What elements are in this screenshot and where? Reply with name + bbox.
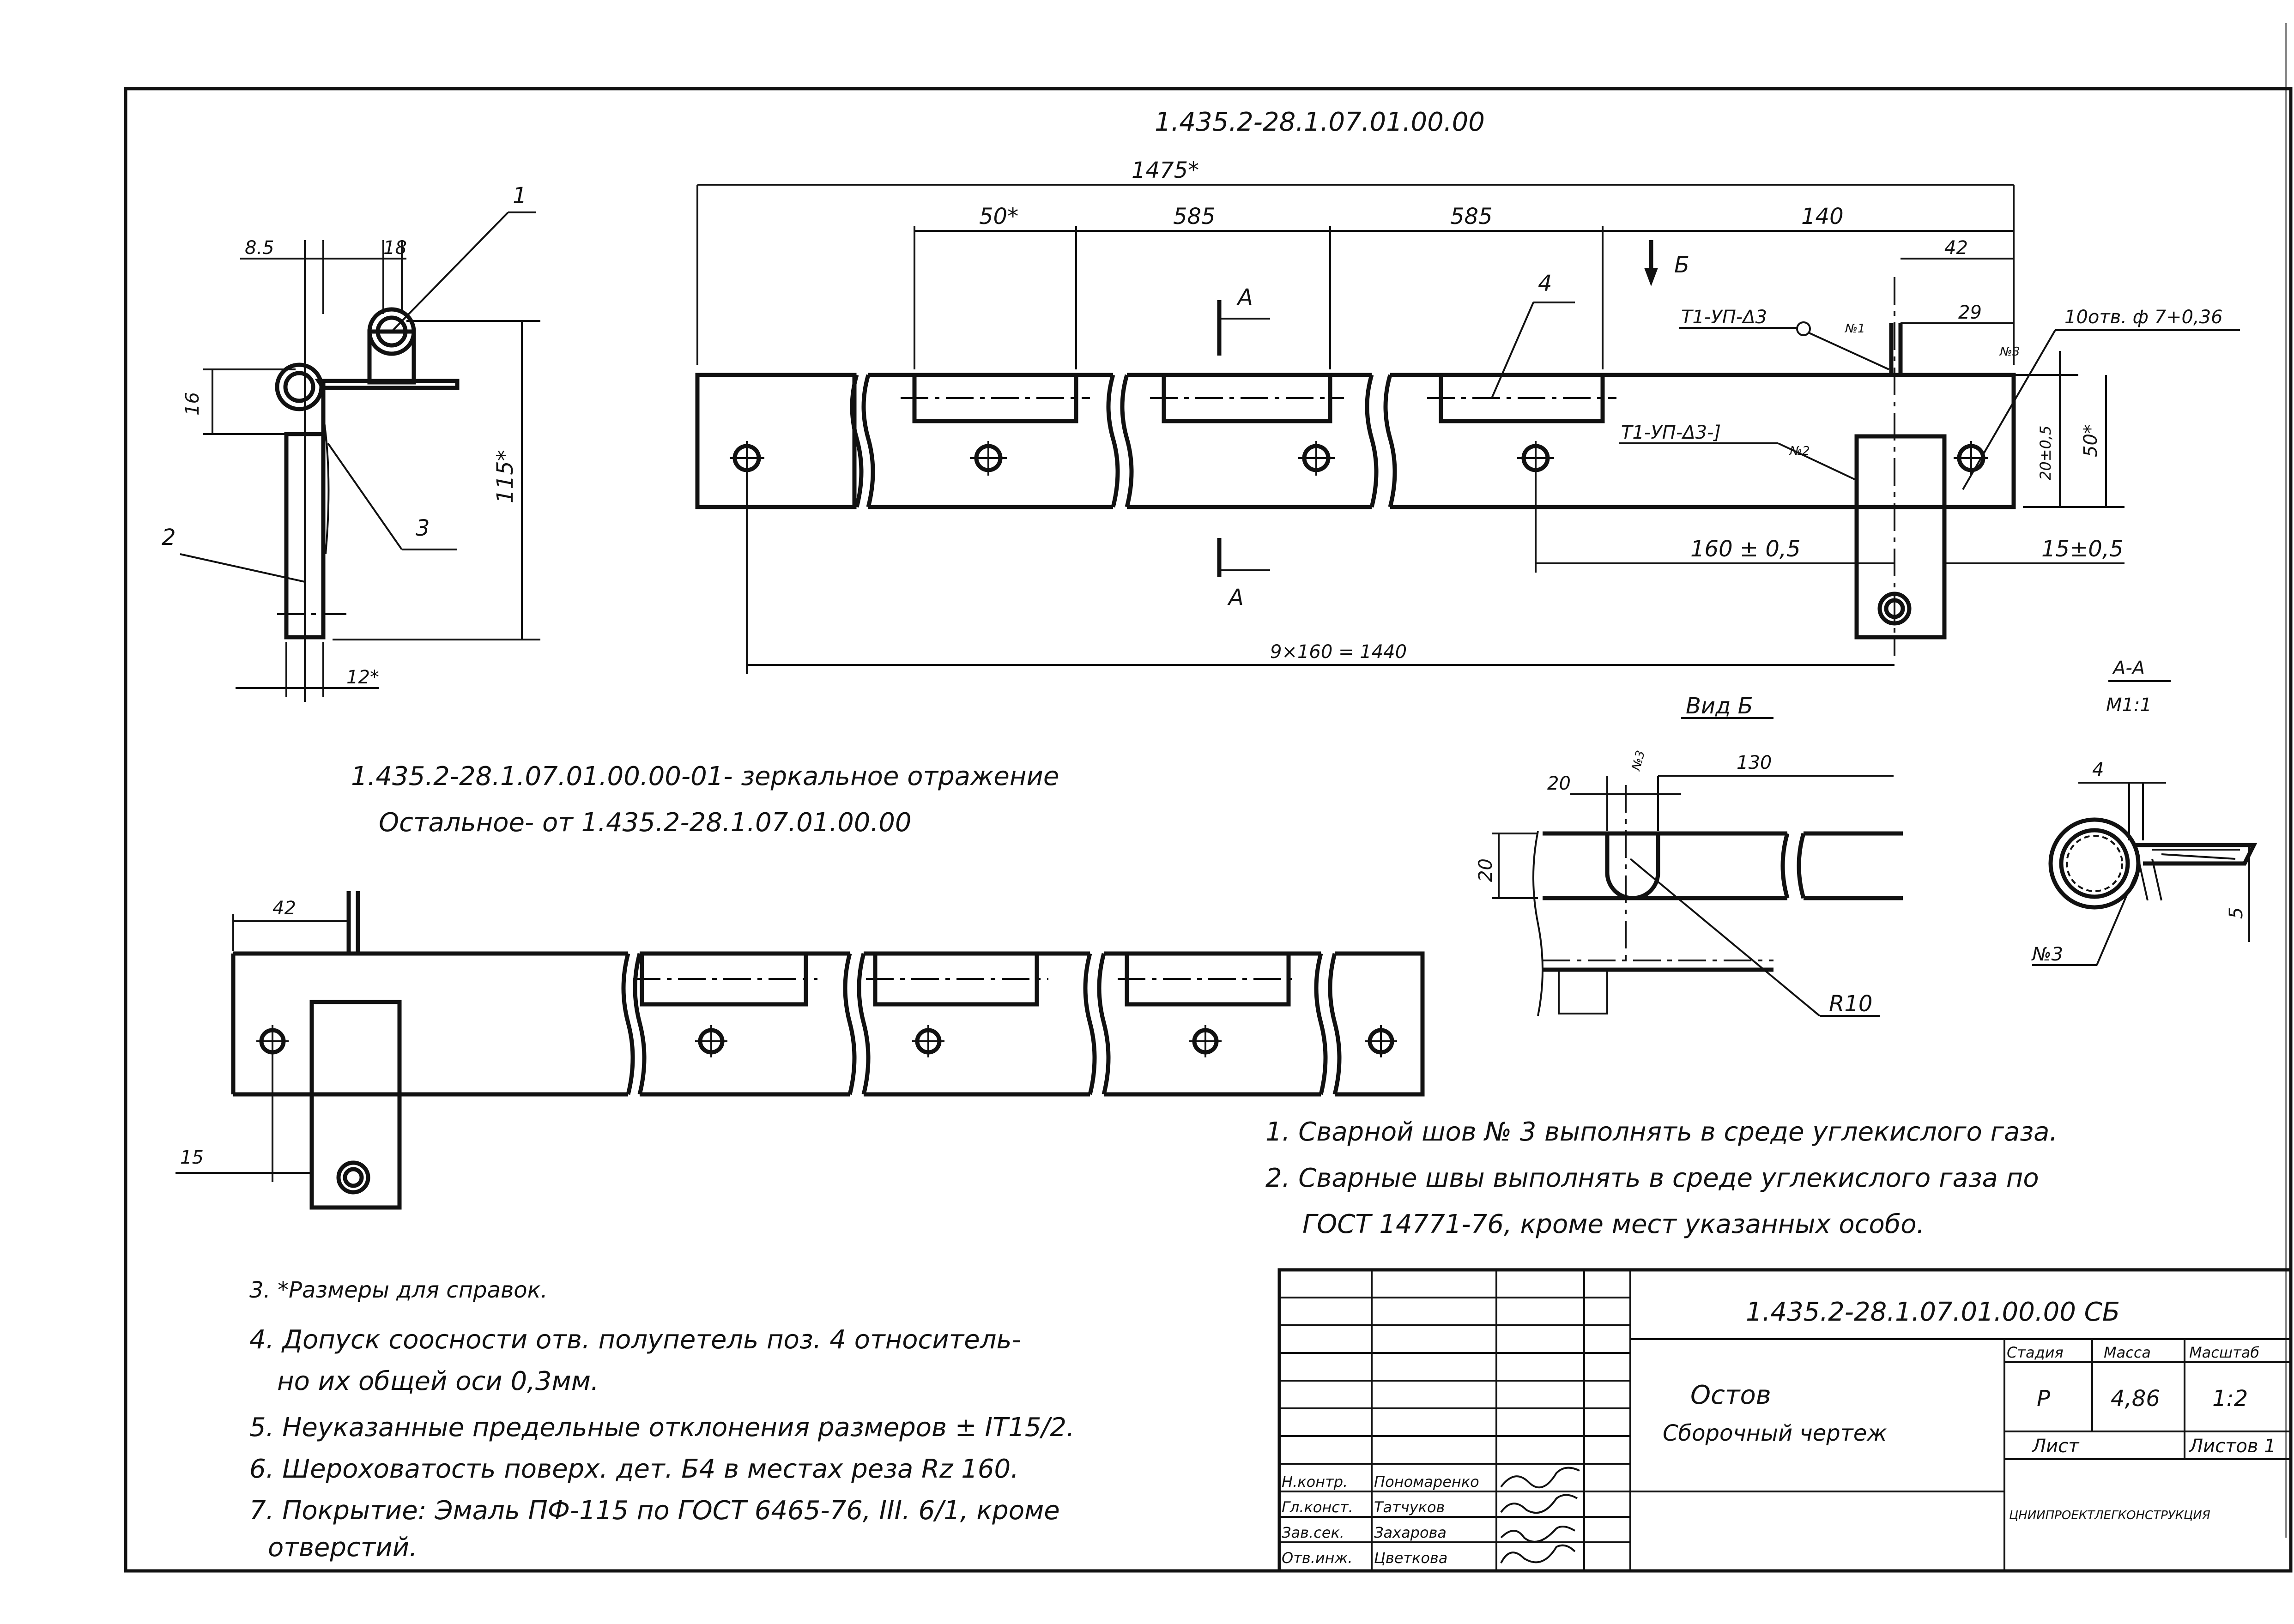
view-b: Вид Б 20 130 20 R10 №3 [1475,693,1903,1017]
dim-8-5: 8.5 [245,237,274,259]
note-3: 3. *Размеры для справок. [249,1277,548,1303]
rest-note: Остальное- от 1.435.2-28.1.07.01.00.00 [379,808,912,838]
dim-50-vertical: 50* [2080,424,2101,457]
notes-left: 3. *Размеры для справок. 4. Допуск соосн… [249,1277,1075,1563]
tb-name-4: Цветкова [1374,1549,1447,1567]
weld-2-num: №2 [1789,444,1810,458]
note-5: 5. Неуказанные предельные отклонения раз… [249,1413,1075,1443]
note-4-cont: но их общей оси 0,3мм. [277,1366,599,1396]
weld-1-num: №1 [1844,322,1865,336]
tb-scale-header: Масштаб [2189,1344,2259,1361]
title-block: 1.435.2-28.1.07.01.00.00 СБ Остов Сбороч… [1277,1268,2293,1573]
dim-140: 140 [1801,204,1844,229]
vb-dim-20-v: 20 [1475,858,1496,882]
section-title: А-А [2112,658,2145,679]
section-a-a: А-А М1:1 4 5 №3 [2031,658,2258,966]
pos-4-label: 4 [1538,271,1552,296]
dim-42: 42 [1944,237,1968,259]
dim-585-b: 585 [1450,204,1493,229]
main-view: 1475* 50* 585 585 140 42 29 10отв. ф 7+0… [695,157,2240,674]
weld-3-label: №3 [2031,944,2063,965]
tb-role-4: Отв.инж. [1282,1549,1353,1567]
vb-radius-r10: R10 [1829,991,1872,1017]
note-6: 6. Шероховатость поверх. дет. Б4 в места… [249,1454,1019,1484]
top-drawing-code: 1.435.2-28.1.07.01.00.00 [1155,107,1485,137]
bot-dim-42: 42 [272,898,296,919]
tb-name-2: Татчуков [1374,1498,1445,1516]
dim-12: 12* [346,667,379,688]
view-b-title: Вид Б [1686,693,1753,719]
vb-dim-20: 20 [1547,773,1571,794]
dim-1475: 1475* [1132,157,1199,183]
pos-3-label: 3 [416,515,430,541]
note-4: 4. Допуск соосности отв. полупетель поз.… [249,1325,1021,1355]
side-view: 8.5 18 16 115* 12* 1 2 3 [162,183,540,702]
sec-dim-5: 5 [2226,907,2247,919]
pos-1-label: 1 [513,183,527,209]
holes-callout: 10отв. ф 7+0,36 [2064,307,2223,328]
dim-160: 160 ± 0,5 [1690,536,1801,562]
tb-mass: 4,86 [2111,1386,2160,1412]
tb-role-1: Н.контр. [1282,1473,1348,1491]
mirror-view: 42 15 [176,891,1425,1210]
tb-stage: Р [2037,1386,2050,1412]
dim-9x160: 9×160 = 1440 [1270,641,1407,663]
section-a-top-label: А [1236,284,1253,310]
drawing-frame [124,87,2293,1573]
notes-right: 1. Сварной шов № 3 выполнять в среде угл… [1265,1117,2058,1239]
sec-dim-4: 4 [2092,759,2104,780]
tb-scale: 1:2 [2212,1386,2248,1412]
weld-small-b: №3 [1629,749,1648,773]
tb-name-line2: Сборочный чертеж [1663,1420,1887,1446]
tb-mass-header: Масса [2104,1344,2151,1361]
dim-16: 16 [182,392,203,416]
tb-sheets-label: Листов 1 [2188,1436,2276,1457]
signatures [1500,1467,1580,1564]
dim-15: 15±0,5 [2041,536,2124,562]
dim-20-05: 20±0,5 [2037,426,2054,480]
tb-role-3: Зав.сек. [1282,1524,1344,1541]
tb-stage-header: Стадия [2007,1344,2064,1361]
tb-name-1: Пономаренко [1374,1473,1479,1491]
note-7-cont: отверстий. [268,1533,418,1563]
weld-2-label: Т1-УП-Δ3-] [1621,422,1721,443]
dim-18: 18 [383,237,407,259]
note-7: 7. Покрытие: Эмаль ПФ-115 по ГОСТ 6465-7… [249,1496,1060,1526]
tb-role-2: Гл.конст. [1282,1498,1353,1516]
dim-115: 115* [492,450,518,503]
bot-dim-15: 15 [180,1147,204,1168]
tb-sheet-label: Лист [2031,1436,2080,1457]
section-scale: М1:1 [2106,694,2152,716]
note-2: 2. Сварные швы выполнять в среде углекис… [1265,1163,2039,1193]
mirror-note: 1.435.2-28.1.07.01.00.00-01- зеркальное … [351,761,1059,791]
dim-50: 50* [979,204,1018,229]
tb-code: 1.435.2-28.1.07.01.00.00 СБ [1746,1297,2120,1327]
dim-585-a: 585 [1173,204,1216,229]
weld-1-label: Т1-УП-Δ3 [1681,307,1767,328]
weld-small-a: №3 [1999,345,2020,359]
tb-name-3: Захарова [1374,1524,1447,1541]
pos-2-label: 2 [162,525,176,550]
view-b-arrow-label: Б [1674,252,1689,278]
section-a-bottom-label: А [1227,585,1244,610]
tb-organization: ЦНИИПРОЕКТЛЕГКОНСТРУКЦИЯ [2009,1509,2210,1522]
dim-29: 29 [1958,302,1982,323]
note-1: 1. Сварной шов № 3 выполнять в среде угл… [1265,1117,2058,1147]
vb-dim-130: 130 [1737,752,1772,773]
tb-name-line1: Остов [1690,1380,1771,1410]
note-2-cont: ГОСТ 14771-76, кроме мест указанных особ… [1302,1209,1925,1239]
